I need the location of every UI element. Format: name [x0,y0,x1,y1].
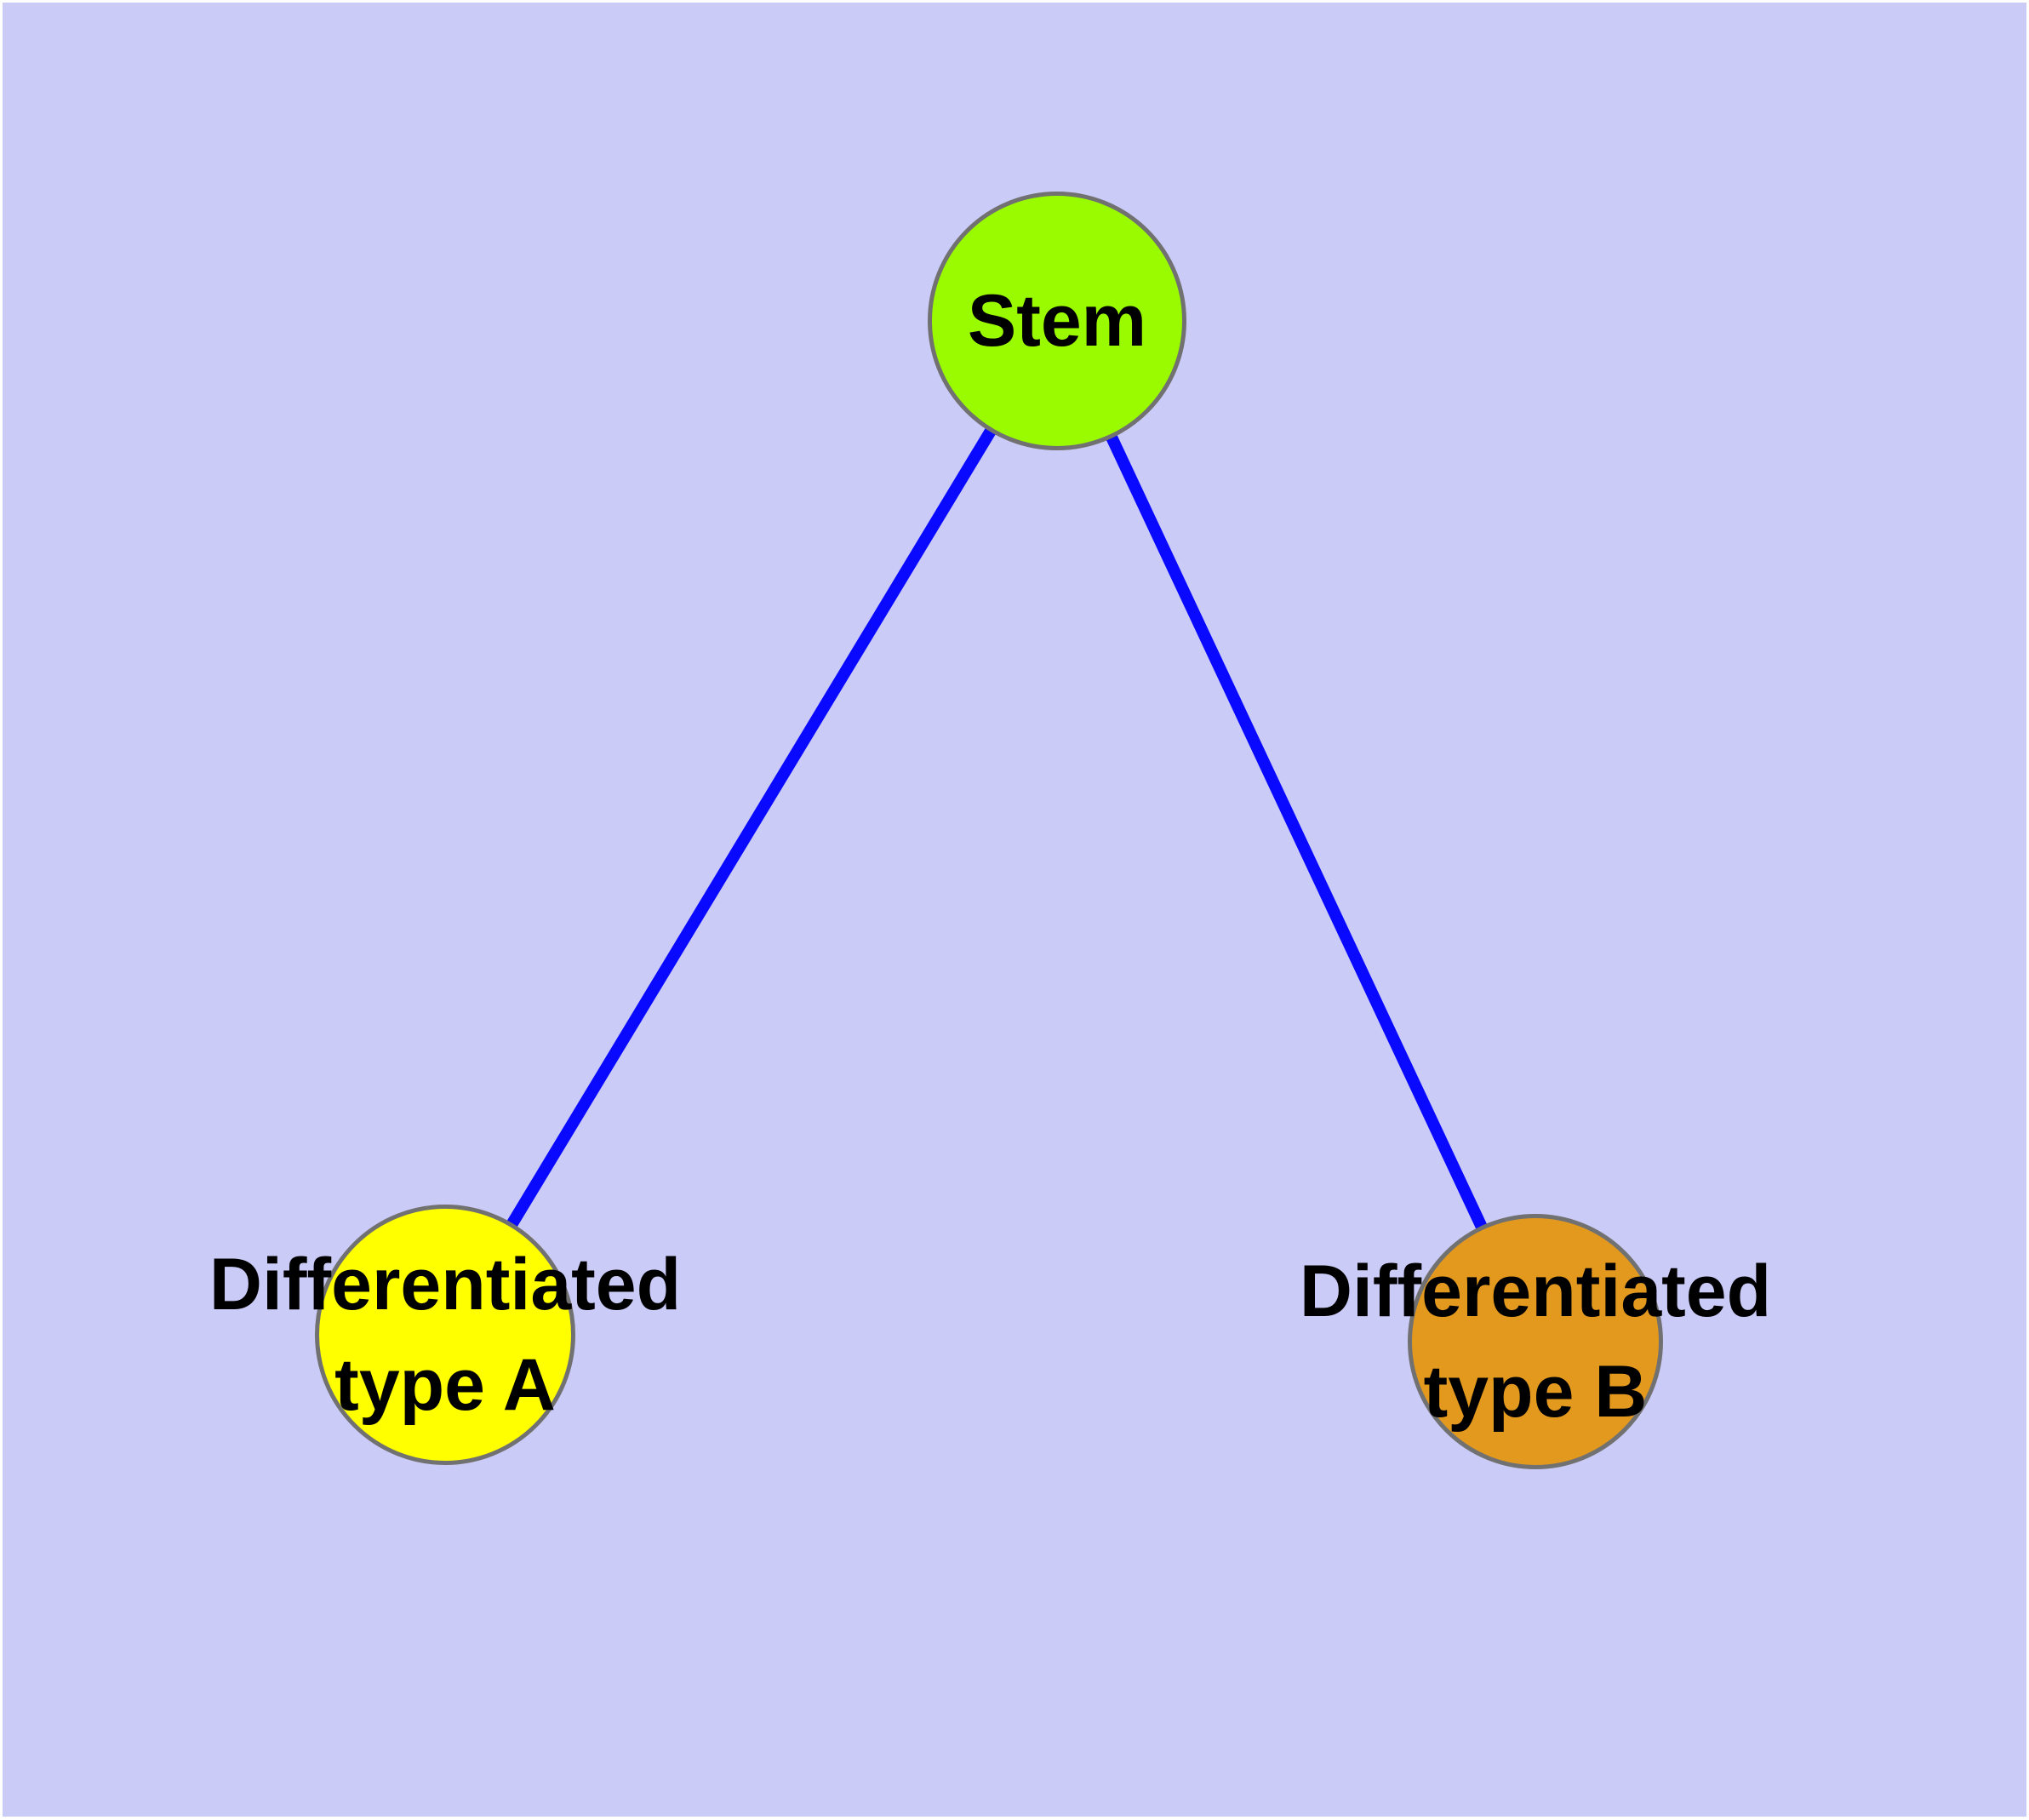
node-stem [928,192,1186,450]
node-differentiated-type-b-label: Differentiated type B [1300,1241,1771,1442]
node-stem-label-line1: Stem [967,280,1147,362]
node-differentiated-type-b [1408,1214,1663,1469]
edge-stem-to-differentiated-type-b [1051,318,1541,1344]
node-differentiated-type-a-label-line1: Differentiated [209,1244,682,1325]
node-differentiated-type-b-label-line1: Differentiated [1299,1251,1772,1332]
node-differentiated-type-a-label: Differentiated type A [209,1234,681,1435]
diagram-canvas: Stem Differentiated type A Differentiate… [3,3,2026,1817]
edge-stem-to-differentiated-type-a [440,318,1062,1338]
node-differentiated-type-a [315,1205,575,1465]
node-stem-label: Stem [968,271,1146,371]
node-differentiated-type-a-label-line2: type A [334,1344,556,1426]
node-differentiated-type-b-label-line2: type B [1423,1351,1648,1433]
edges-layer [440,318,1541,1344]
